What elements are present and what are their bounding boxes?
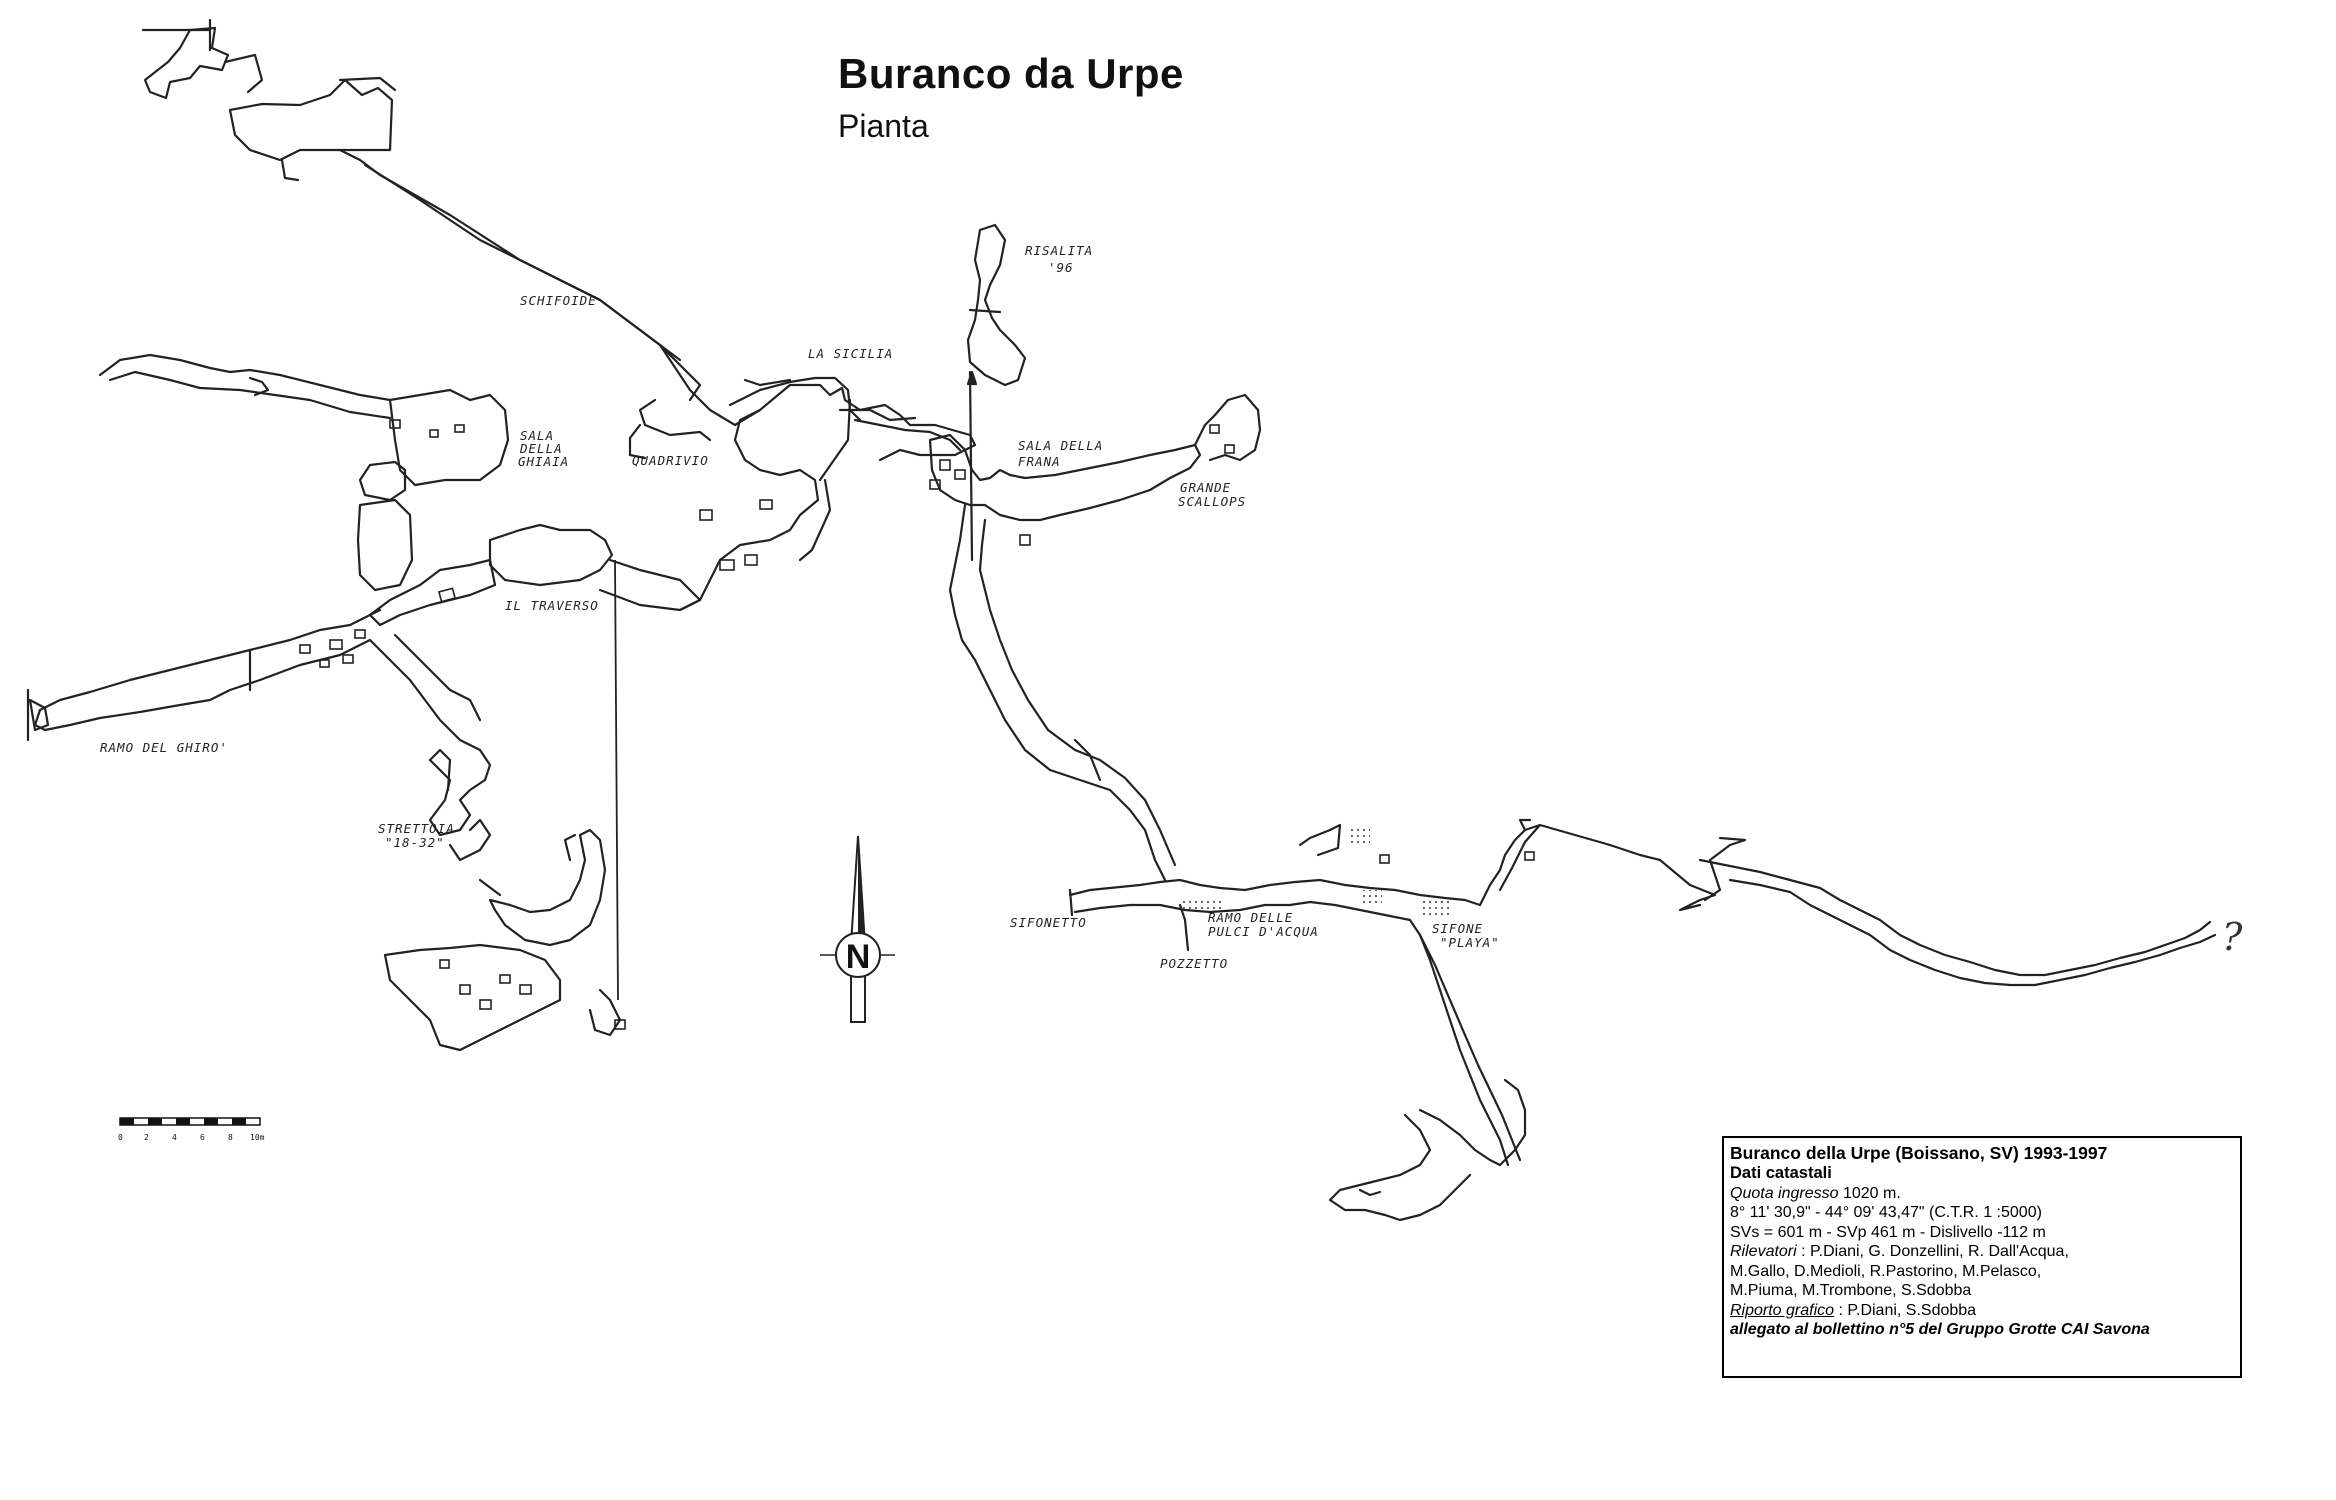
label-sifone-2: "PLAYA" <box>1440 935 1500 950</box>
label-sala-frana-1: SALA DELLA <box>1018 438 1103 453</box>
risalita-96 <box>966 223 1027 562</box>
il-traverso-passage <box>368 523 702 627</box>
map-title: Buranco da Urpe <box>838 50 1184 97</box>
boulder-symbols <box>299 419 1535 1030</box>
sifonetto-passage <box>1068 878 1322 952</box>
info-allegato: allegato al bollettino n°5 del Gruppo Gr… <box>1730 1321 2150 1338</box>
info-rilevatori-2: M.Gallo, D.Medioli, R.Pastorino, M.Pelas… <box>1730 1262 2042 1280</box>
info-rilevatori-label: Rilevatori <box>1730 1243 1797 1260</box>
strettoia-passage <box>368 633 492 862</box>
info-rilevatori-1: : P.Diani, G. Donzellini, R. Dall'Acqua, <box>1796 1243 2069 1260</box>
sala-della-frana <box>928 393 1262 522</box>
lower-south-branch <box>1328 933 1527 1222</box>
label-strettoia-2: "18-32" <box>385 835 445 850</box>
label-ramo-pulci-1: RAMO DELLE <box>1208 910 1293 925</box>
lower-left-chamber <box>383 828 622 1052</box>
label-sala-ghiaia-3: GHIAIA <box>518 454 569 469</box>
label-schifoide: SCHIFOIDE <box>520 293 597 308</box>
la-sicilia-passage <box>728 376 962 452</box>
info-rilevatori-row: Rilevatori : P.Diani, G. Donzellini, R. … <box>1730 1242 2234 1262</box>
info-heading: Buranco della Urpe (Boissano, SV) 1993-1… <box>1730 1143 2108 1163</box>
scale-tick-0: 0 <box>118 1133 123 1142</box>
info-riporto-label: Riporto grafico <box>1730 1301 1835 1319</box>
label-risalita-year: '96 <box>1048 260 1074 275</box>
scale-bar: 0 2 4 6 8 10m <box>118 1117 265 1142</box>
right-long-branch <box>1698 858 2217 987</box>
info-quota-label: Quota ingresso <box>1730 1184 1839 1202</box>
sump-hatching <box>1180 825 1450 916</box>
label-sifonetto: SIFONETTO <box>1010 915 1087 930</box>
label-la-sicilia: LA SICILIA <box>808 346 893 361</box>
scale-tick-2: 2 <box>144 1133 149 1142</box>
label-ramo-del-ghiro: RAMO DEL GHIRO' <box>100 740 228 755</box>
sala-della-ghiaia <box>98 353 510 592</box>
label-sifone-1: SIFONE <box>1432 921 1483 936</box>
sifone-playa-junction <box>1298 823 1482 992</box>
scale-tick-10m: 10m <box>250 1133 265 1142</box>
label-pozzetto: POZZETTO <box>1160 956 1228 971</box>
info-coords: 8° 11' 30,9" - 44° 09' 43,47" (C.T.R. 1 … <box>1730 1204 2042 1221</box>
info-riporto-value: : P.Diani, S.Sdobba <box>1834 1301 1977 1319</box>
label-grande-scallops-2: SCALLOPS <box>1178 494 1246 509</box>
scale-tick-6: 6 <box>200 1133 205 1142</box>
cadastral-info-box: Buranco della Urpe (Boissano, SV) 1993-1… <box>1722 1136 2242 1378</box>
label-unknown-continuation: ? <box>2222 915 2243 959</box>
north-label: N <box>846 938 871 976</box>
scale-tick-4: 4 <box>172 1133 177 1142</box>
central-hall <box>628 343 977 612</box>
info-riporto-row: Riporto grafico : P.Diani, S.Sdobba <box>1730 1301 2234 1321</box>
label-ramo-pulci-2: PULCI D'ACQUA <box>1208 924 1319 939</box>
info-rilevatori-3: M.Piuma, M.Trombone, S.Sdobba <box>1730 1282 1972 1299</box>
label-sala-ghiaia-1: SALA <box>520 428 554 443</box>
ramo-del-ghiro <box>26 608 382 742</box>
map-subtitle: Pianta <box>838 108 929 144</box>
label-grande-scallops-1: GRANDE <box>1180 480 1231 495</box>
info-dimensions: SVs = 601 m - SVp 461 m - Dislivello -11… <box>1730 1223 2046 1241</box>
info-subheading: Dati catastali <box>1730 1164 1832 1182</box>
label-sala-ghiaia-2: DELLA <box>519 441 563 456</box>
north-arrow-icon: N <box>820 835 895 1023</box>
info-quota-value: 1020 m. <box>1838 1184 1901 1202</box>
label-sala-frana-2: FRANA <box>1018 454 1061 469</box>
label-quadrivio: QUADRIVIO <box>632 453 709 468</box>
info-quota-row: Quota ingresso 1020 m. <box>1730 1184 2234 1204</box>
entrance-passage <box>141 18 702 402</box>
right-upper-branch <box>1478 818 1747 912</box>
label-il-traverso: IL TRAVERSO <box>505 598 599 613</box>
label-strettoia-1: STRETTOIA <box>378 821 455 836</box>
scale-tick-8: 8 <box>228 1133 233 1142</box>
label-risalita: RISALITA <box>1025 243 1093 258</box>
main-descending-passage <box>948 503 1177 882</box>
